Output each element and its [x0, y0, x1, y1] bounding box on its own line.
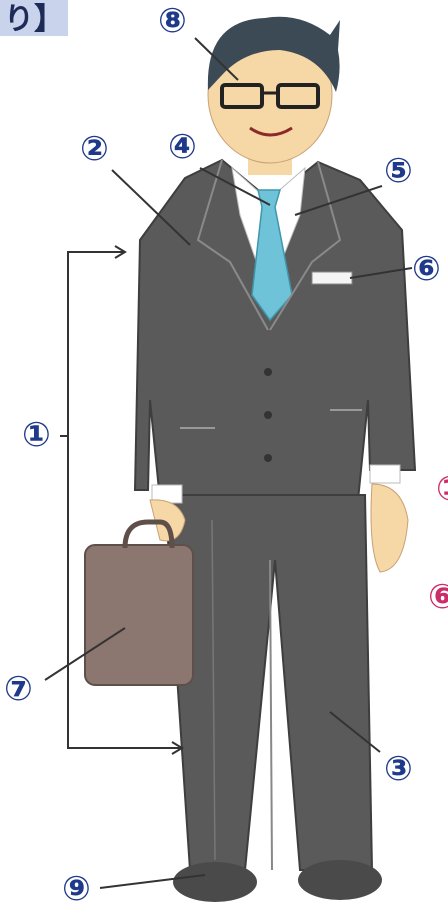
jacket-button [264, 411, 272, 419]
label-9: ⑨ [62, 872, 91, 906]
label-2: ② [80, 132, 109, 166]
jacket-button [264, 368, 272, 376]
label-5: ⑤ [384, 154, 413, 188]
label-7: ⑦ [4, 672, 33, 706]
label-6: ⑥ [412, 252, 441, 286]
left-shoe [173, 862, 257, 902]
edge-label-6: ⑥ [428, 580, 448, 614]
right-shoe [298, 860, 382, 900]
briefcase [85, 545, 193, 685]
label-4: ④ [168, 130, 197, 164]
right-hand [371, 484, 408, 572]
edge-label-1: ① [436, 472, 448, 506]
label-3: ③ [384, 752, 413, 786]
label-1: ① [22, 418, 51, 452]
label-8: ⑧ [158, 4, 187, 38]
suit-trousers [165, 495, 372, 870]
pocket-square [312, 272, 352, 284]
jacket-button [264, 454, 272, 462]
